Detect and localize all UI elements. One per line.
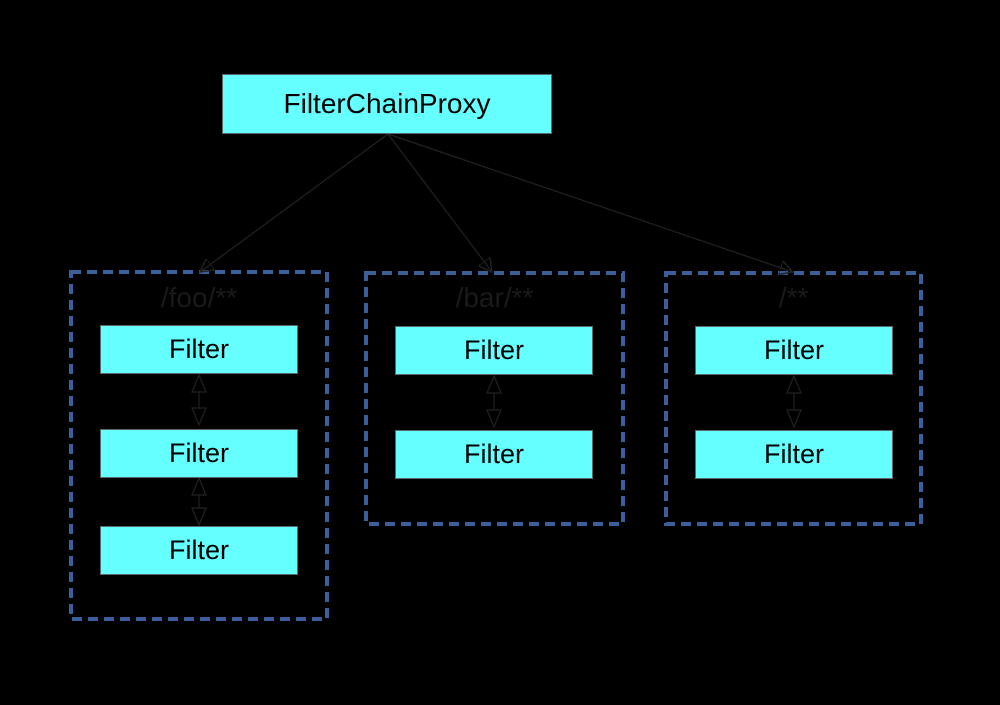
filter-label: Filter xyxy=(464,439,524,469)
filter-box: Filter xyxy=(695,430,893,479)
arrow-to-foo xyxy=(200,133,389,272)
filter-box: Filter xyxy=(695,326,893,375)
filter-chain-proxy-label: FilterChainProxy xyxy=(283,88,491,119)
filter-link-bar-1-2 xyxy=(486,374,502,429)
filter-label: Filter xyxy=(764,335,824,365)
filter-label: Filter xyxy=(464,335,524,365)
filter-box: Filter xyxy=(100,429,298,478)
chain-pattern-root: /** xyxy=(778,282,809,313)
chain-group-bar xyxy=(364,271,625,526)
filter-label: Filter xyxy=(764,439,824,469)
filter-chain-proxy-box: FilterChainProxy xyxy=(222,74,552,134)
filter-box: Filter xyxy=(100,325,298,374)
filter-box: Filter xyxy=(395,326,593,375)
filter-box: Filter xyxy=(395,430,593,479)
filter-label: Filter xyxy=(169,334,229,364)
filter-label: Filter xyxy=(169,438,229,468)
chain-pattern-bar: /bar/** xyxy=(455,282,534,313)
filter-link-foo-1-2 xyxy=(191,373,207,427)
filter-link-foo-2-3 xyxy=(191,476,207,527)
filter-label: Filter xyxy=(169,535,229,565)
filter-link-root-1-2 xyxy=(786,374,802,429)
chain-pattern-foo: /foo/** xyxy=(160,282,238,313)
arrow-to-root xyxy=(387,133,793,272)
chain-group-root xyxy=(664,271,923,526)
arrow-to-bar xyxy=(387,133,492,272)
filter-box: Filter xyxy=(100,526,298,575)
